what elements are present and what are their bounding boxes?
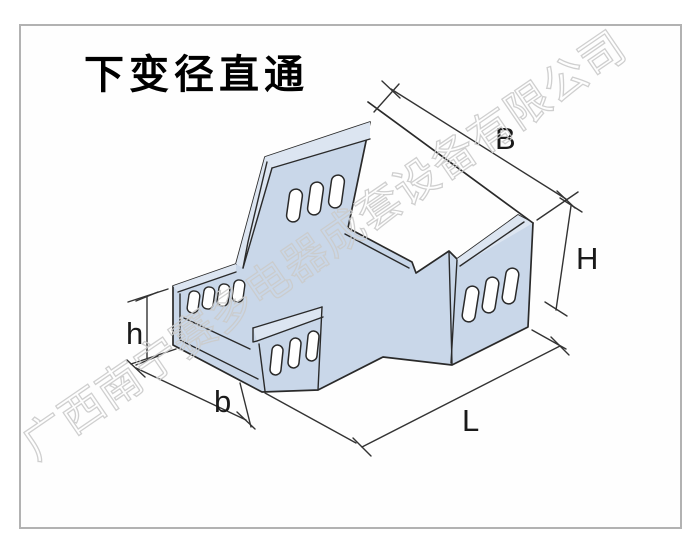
dimension-L: L (264, 329, 570, 457)
tray-body (172, 101, 534, 393)
dimension-h: h (126, 288, 177, 366)
dimension-label-B: B (495, 121, 516, 156)
dimension-b: b (126, 359, 256, 430)
far-wall-top-edge (367, 101, 534, 224)
big-end-wall-slots (461, 267, 520, 323)
dimension-H: H (544, 197, 598, 317)
dimension-B: B (373, 80, 579, 221)
dimensions: B H h b (126, 80, 598, 457)
dimension-label-L: L (462, 403, 479, 438)
figure-title: 下变径直通 (84, 53, 309, 97)
small-end-notch-slots (186, 279, 246, 314)
dimension-label-b: b (214, 384, 231, 419)
tray-silhouette (172, 121, 534, 393)
dimension-label-h: h (126, 316, 143, 351)
back-wall-slots (285, 174, 346, 223)
flange-top-faces (173, 122, 533, 341)
dimension-label-H: H (576, 241, 598, 276)
fold-lines (177, 138, 525, 392)
front-wall-slots (269, 330, 320, 376)
